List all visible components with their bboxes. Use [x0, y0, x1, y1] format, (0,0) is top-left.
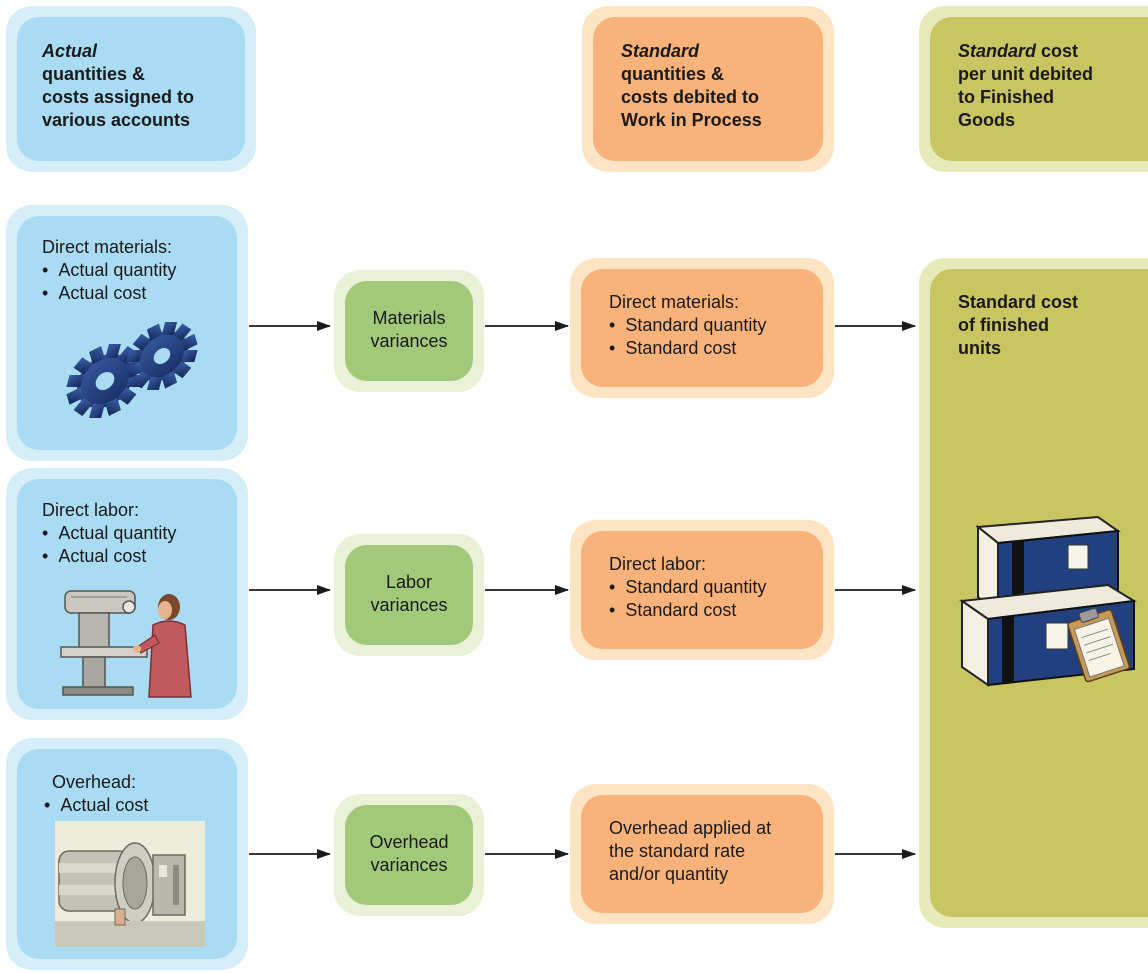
actual-labor-title: Direct labor:: [42, 500, 140, 520]
standard-overhead-line: Overhead applied at: [609, 818, 772, 838]
labor-variance-box: Labor variances: [334, 534, 484, 656]
standard-materials-title: Direct materials:: [609, 292, 740, 312]
header-actual-emph: Actual: [42, 41, 98, 61]
labor-variance-label: Labor: [385, 572, 433, 592]
gears-icon: [57, 311, 207, 421]
standard-overhead-line: and/or quantity: [609, 864, 729, 884]
standard-labor-bullet: Standard quantity: [625, 577, 767, 597]
finished-goods-title: of finished: [958, 315, 1049, 335]
actual-overhead-title: Overhead:: [52, 772, 137, 792]
header-standard-fg-emph: Standard: [958, 41, 1037, 61]
actual-labor-bullet: Actual quantity: [58, 523, 177, 543]
labor-variance-label: variances: [370, 595, 448, 615]
actual-materials-bullet: Actual quantity: [58, 260, 177, 280]
finished-goods-title: Standard cost: [958, 292, 1079, 312]
header-standard-wip-line: costs debited to: [621, 87, 760, 107]
header-actual-line: quantities &: [42, 64, 146, 84]
standard-materials-box: Direct materials: • Standard quantity • …: [570, 258, 834, 398]
standard-labor-title: Direct labor:: [609, 554, 707, 574]
worker-at-machine-icon: [60, 590, 192, 698]
header-standard-fg-first-rest: cost: [1036, 41, 1079, 61]
actual-overhead-bullet: Actual cost: [60, 795, 149, 815]
materials-variance-label: variances: [370, 331, 448, 351]
materials-variance-box: Materials variances: [334, 270, 484, 392]
actual-materials-title: Direct materials:: [42, 237, 173, 257]
boxes-with-clipboard-icon: [959, 515, 1137, 687]
header-standard-wip-line: Work in Process: [621, 110, 762, 130]
header-actual-line: various accounts: [42, 110, 191, 130]
header-standard-wip-emph: Standard: [621, 41, 700, 61]
actual-overhead-box: Overhead: • Actual cost: [6, 738, 248, 970]
factory-machinery-icon: [55, 821, 205, 947]
standard-overhead-box: Overhead applied at the standard rate an…: [570, 784, 834, 924]
header-standard-wip-line: quantities &: [621, 64, 725, 84]
standard-overhead-line: the standard rate: [609, 841, 746, 861]
standard-materials-bullet: Standard quantity: [625, 315, 767, 335]
standard-labor-box: Direct labor: • Standard quantity • Stan…: [570, 520, 834, 660]
header-standard-fg-line: Goods: [958, 110, 1015, 130]
header-standard-fg-line: to Finished: [958, 87, 1054, 107]
actual-labor-box: Direct labor: • Actual quantity • Actual…: [6, 468, 248, 720]
header-standard-wip-box: Standard quantities & costs debited to W…: [582, 6, 834, 172]
actual-materials-bullet: Actual cost: [58, 283, 147, 303]
finished-goods-title: units: [958, 338, 1001, 358]
header-standard-fg-box: Standard cost per unit debited to Finish…: [919, 6, 1148, 172]
actual-labor-bullet: Actual cost: [58, 546, 147, 566]
overhead-variance-label: variances: [370, 855, 448, 875]
finished-goods-box: Standard cost of finished units: [919, 258, 1148, 928]
header-actual-box: Actual quantities & costs assigned to va…: [6, 6, 256, 172]
standard-labor-bullet: Standard cost: [625, 600, 737, 620]
header-actual-line: costs assigned to: [42, 87, 195, 107]
header-standard-fg-line: per unit debited: [958, 64, 1093, 84]
actual-materials-box: Direct materials: • Actual quantity • Ac…: [6, 205, 248, 461]
overhead-variance-box: Overhead variances: [334, 794, 484, 916]
standard-materials-bullet: Standard cost: [625, 338, 737, 358]
materials-variance-label: Materials: [372, 308, 446, 328]
overhead-variance-label: Overhead: [369, 832, 449, 852]
